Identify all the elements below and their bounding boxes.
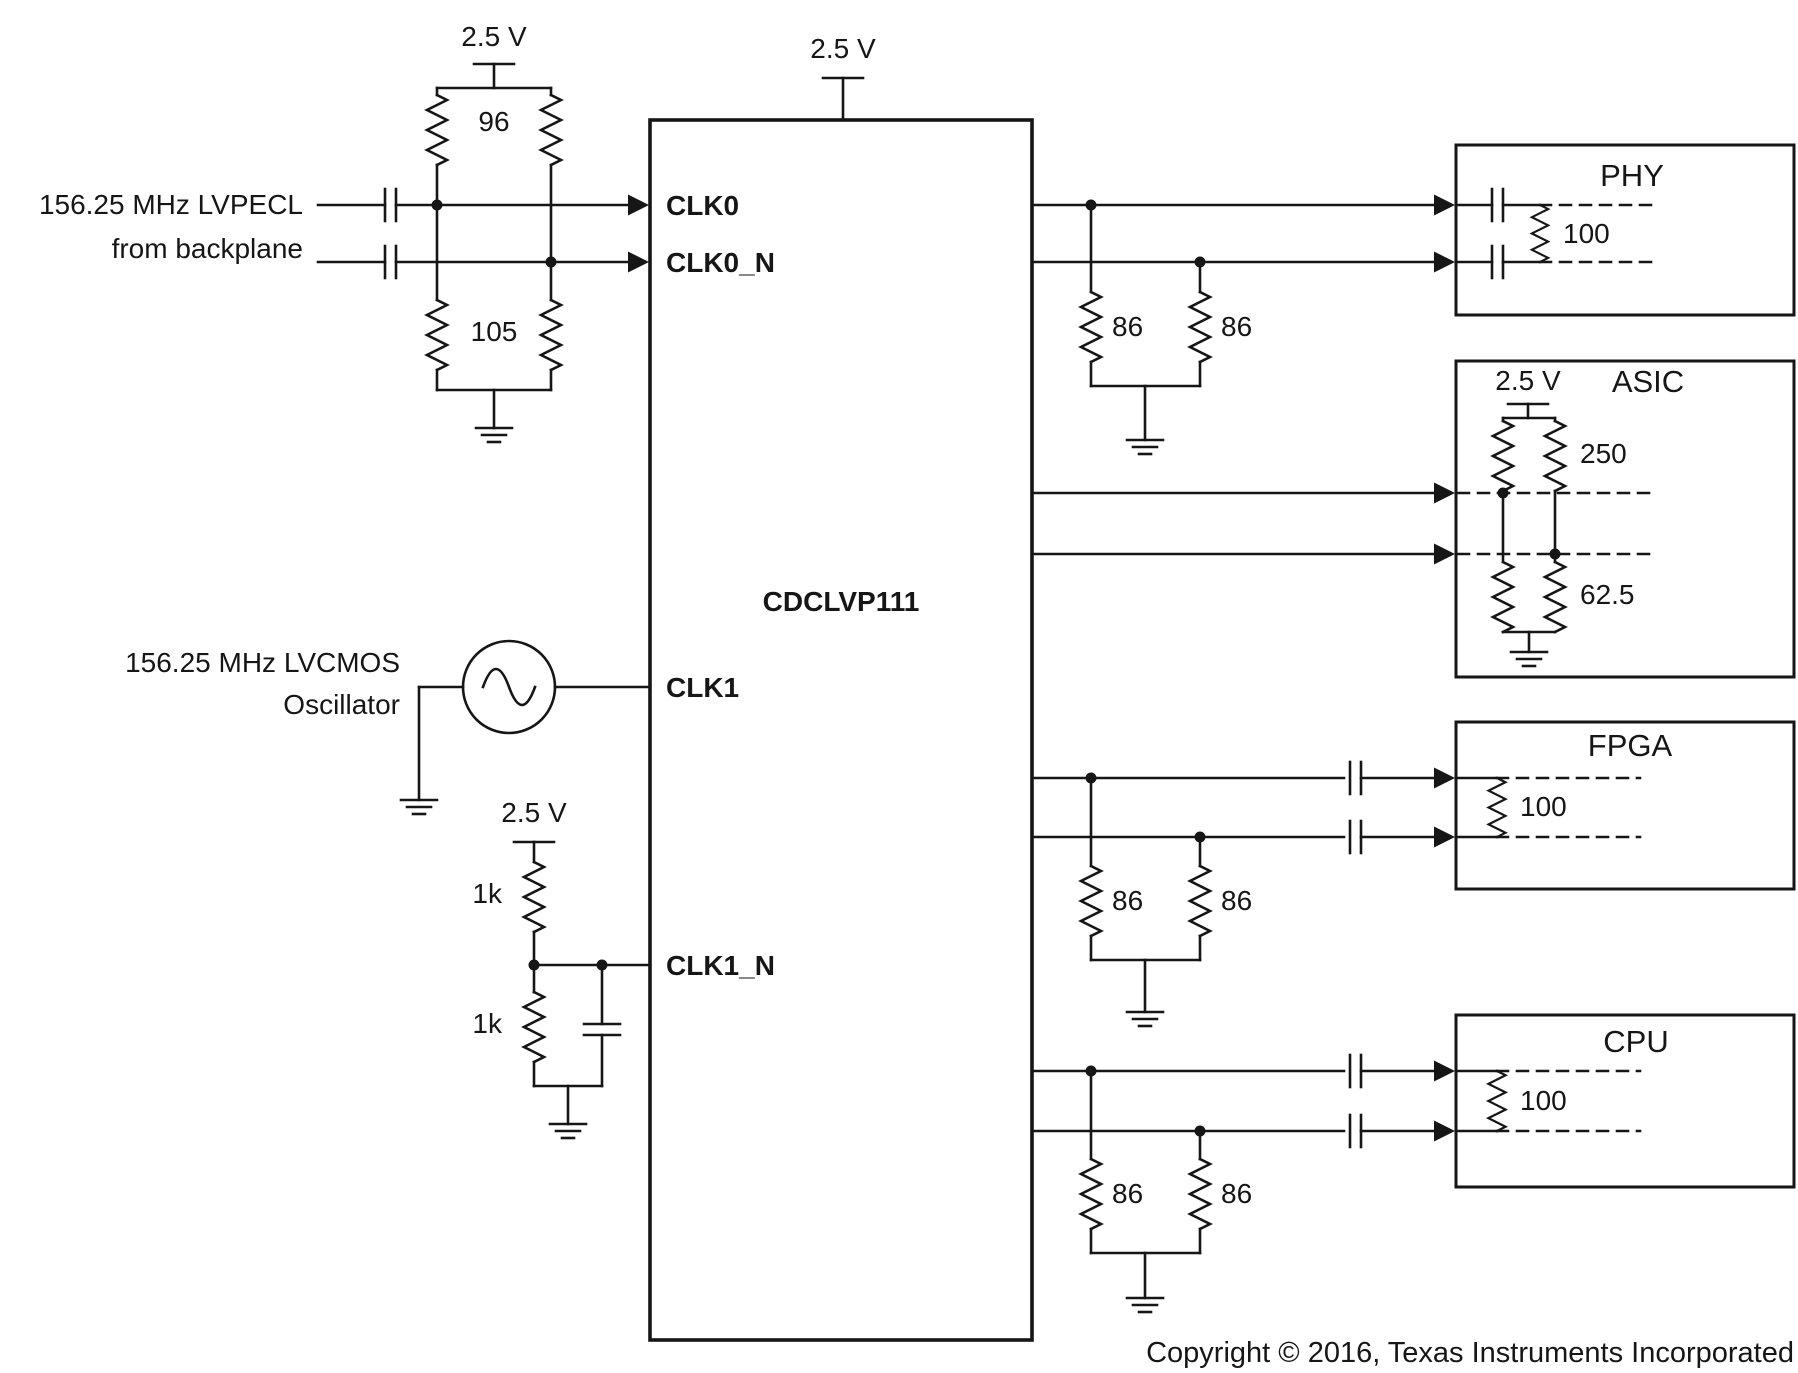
- termination-resistor: [1188, 290, 1212, 364]
- ground-symbol: [1125, 1296, 1165, 1314]
- signal-arrowhead: [1434, 767, 1455, 789]
- termination-resistor: [1079, 290, 1103, 364]
- pin-label-clk1-n: CLK1_N: [666, 950, 775, 981]
- signal-arrowhead: [1434, 1120, 1455, 1142]
- cpu-box: CPU 100: [1454, 1013, 1796, 1189]
- sine-wave-icon: [481, 667, 537, 707]
- resistor-value-100: 100: [1563, 218, 1610, 249]
- phy-box: PHY 100: [1454, 143, 1796, 317]
- coupling-capacitor: [1348, 1053, 1363, 1089]
- lvcmos-source-line1: 156.25 MHz LVCMOS: [125, 647, 400, 678]
- differential-termination-resistor: [1487, 1069, 1507, 1133]
- termination-resistor: [1188, 1157, 1212, 1231]
- resistor-value-bias-upper: 1k: [472, 878, 503, 909]
- oscillator-input: 156.25 MHz LVCMOS Oscillator: [125, 639, 652, 816]
- ground-symbol: [548, 1122, 588, 1140]
- pin-label-clk0-n: CLK0_N: [666, 247, 775, 278]
- fpga-label: FPGA: [1588, 728, 1673, 763]
- ground-symbol: [1125, 1010, 1165, 1028]
- signal-arrowhead: [628, 251, 649, 273]
- resistor-pulldown-left: [425, 298, 449, 372]
- differential-termination-resistor: [1487, 776, 1507, 839]
- clk0-input-wires: [316, 187, 649, 280]
- termination-resistor: [1188, 864, 1212, 938]
- ground-symbol: [1125, 438, 1165, 456]
- coupling-capacitor: [383, 187, 398, 223]
- load-box: [1454, 143, 1796, 317]
- resistor-value-62-5: 62.5: [1580, 579, 1635, 610]
- coupling-capacitor: [1348, 819, 1363, 855]
- supply-label-clk1n: 2.5 V: [501, 797, 567, 828]
- bypass-capacitor: [582, 1022, 622, 1037]
- pullup-resistor: [1491, 419, 1515, 493]
- pin-label-clk0: CLK0: [666, 190, 739, 221]
- output-pair-fpga: 86 86: [1030, 760, 1455, 1028]
- ground-symbol: [1509, 650, 1549, 668]
- ground-symbol: [474, 426, 514, 444]
- resistor-bias-lower: [522, 990, 546, 1064]
- resistor-value-100: 100: [1520, 1085, 1567, 1116]
- asic-label: ASIC: [1612, 364, 1684, 399]
- resistor-value-bias-lower: 1k: [472, 1008, 503, 1039]
- resistor-value-86: 86: [1112, 311, 1143, 342]
- differential-termination-resistor: [1530, 203, 1550, 264]
- pulldown-resistor: [1543, 560, 1567, 634]
- coupling-capacitor: [1490, 187, 1505, 223]
- fpga-box: FPGA 100: [1454, 720, 1796, 891]
- signal-arrowhead: [1434, 1060, 1455, 1082]
- signal-arrowhead: [628, 194, 649, 216]
- output-pair-phy: 86 86: [1030, 194, 1455, 456]
- resistor-value-86: 86: [1221, 311, 1252, 342]
- supply-label-asic: 2.5 V: [1495, 365, 1561, 396]
- lvcmos-source-line2: Oscillator: [283, 689, 400, 720]
- coupling-capacitor: [383, 244, 398, 280]
- resistor-value-86: 86: [1221, 1178, 1252, 1209]
- phy-label: PHY: [1600, 158, 1664, 193]
- copyright-text: Copyright © 2016, Texas Instruments Inco…: [1146, 1337, 1794, 1369]
- load-box: [1454, 359, 1796, 679]
- output-pair-asic: [1030, 482, 1455, 565]
- resistor-value-pulldown: 105: [471, 316, 518, 347]
- resistor-value-pullup: 96: [478, 106, 509, 137]
- resistor-value-100: 100: [1520, 791, 1567, 822]
- pulldown-resistor: [1491, 560, 1515, 634]
- pin-label-clk1: CLK1: [666, 672, 739, 703]
- signal-arrowhead: [1434, 251, 1455, 273]
- signal-arrowhead: [1434, 543, 1455, 565]
- termination-resistor: [1079, 864, 1103, 938]
- lvpecl-source-line1: 156.25 MHz LVPECL: [39, 189, 303, 220]
- lvpecl-termination-network: 2.5 V 96 105: [425, 21, 563, 444]
- ground-symbol: [399, 798, 439, 816]
- clk1n-bias-network: 2.5 V 1k 1k: [472, 797, 652, 1140]
- coupling-capacitor: [1348, 760, 1363, 796]
- main-ic: 2.5 V CLK0 CLK0_N CLK1 CLK1_N CDCLVP111: [648, 33, 1034, 1342]
- resistor-value-86: 86: [1112, 1178, 1143, 1209]
- ic-body: [648, 118, 1034, 1342]
- coupling-capacitor: [1490, 244, 1505, 280]
- signal-arrowhead: [1434, 482, 1455, 504]
- pullup-resistor: [1543, 419, 1567, 493]
- load-box: [1454, 1013, 1796, 1189]
- supply-label-lvpecl: 2.5 V: [461, 21, 527, 52]
- resistor-bias-upper: [522, 860, 546, 934]
- output-pair-cpu: 86 86: [1030, 1053, 1455, 1314]
- cpu-label: CPU: [1603, 1024, 1668, 1059]
- termination-resistor: [1079, 1157, 1103, 1231]
- coupling-capacitor: [1348, 1113, 1363, 1149]
- resistor-pullup-left: [425, 93, 449, 167]
- resistor-pulldown-right: [539, 298, 563, 372]
- resistor-pullup-right: [539, 93, 563, 167]
- asic-box: ASIC 2.5 V 250 62.5: [1454, 359, 1796, 679]
- lvpecl-source-line2: from backplane: [112, 233, 303, 264]
- lvpecl-source: 156.25 MHz LVPECL from backplane: [39, 189, 303, 264]
- part-number-label: CDCLVP111: [763, 586, 920, 617]
- load-box: [1454, 720, 1796, 891]
- resistor-value-86: 86: [1112, 885, 1143, 916]
- signal-arrowhead: [1434, 826, 1455, 848]
- resistor-value-86: 86: [1221, 885, 1252, 916]
- signal-arrowhead: [1434, 194, 1455, 216]
- supply-label-ic: 2.5 V: [810, 33, 876, 64]
- resistor-value-250: 250: [1580, 438, 1627, 469]
